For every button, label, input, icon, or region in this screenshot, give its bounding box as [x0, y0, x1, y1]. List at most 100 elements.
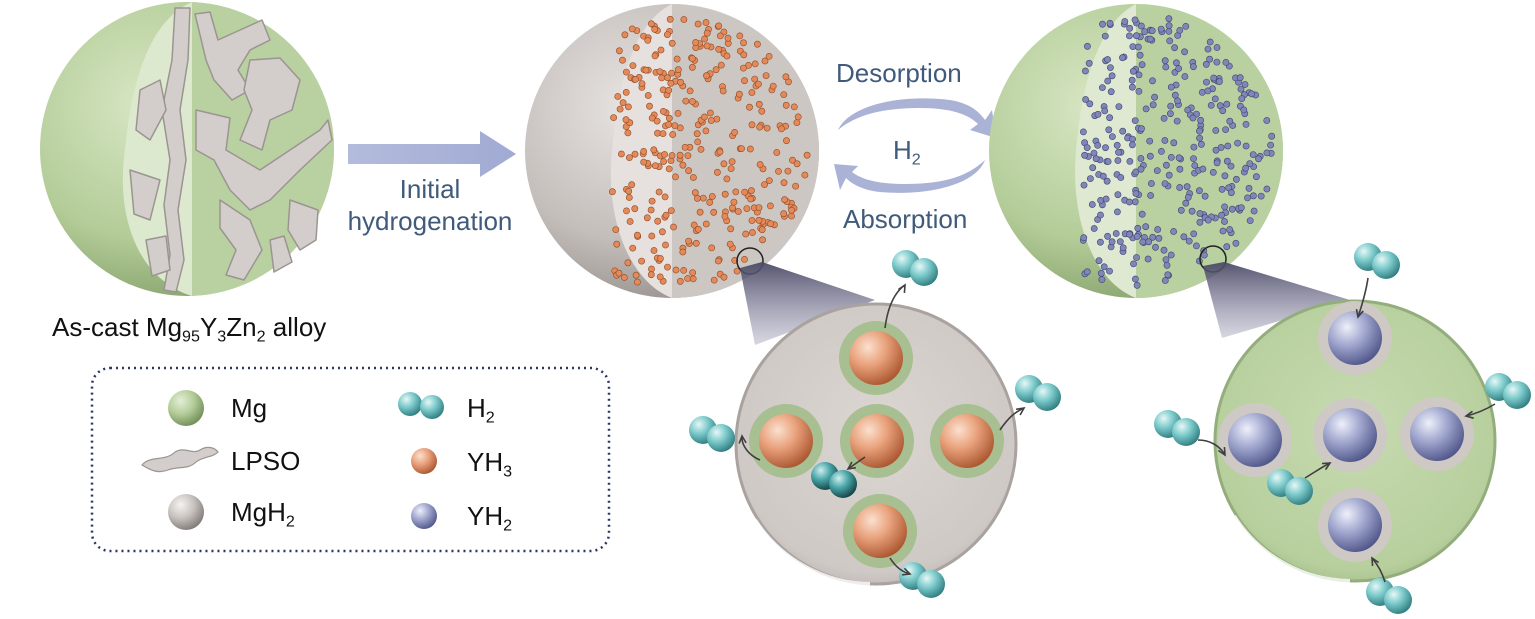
particle — [664, 263, 671, 271]
legend-yh2-swatch — [411, 503, 437, 529]
particle — [1157, 25, 1165, 33]
particle — [1126, 230, 1133, 238]
particle — [671, 122, 679, 129]
particle — [668, 152, 676, 159]
cycle-arrows — [834, 98, 996, 193]
particle — [706, 198, 714, 206]
particle — [1190, 143, 1198, 151]
h2-cycle-text: H — [893, 135, 912, 165]
particle — [1094, 141, 1102, 149]
particle — [1129, 83, 1136, 91]
particle — [1196, 187, 1203, 195]
particle — [1097, 269, 1105, 277]
particle — [664, 74, 671, 82]
particle — [638, 257, 645, 265]
particle — [694, 138, 702, 146]
particle — [623, 68, 630, 76]
particle — [1249, 151, 1257, 158]
particle — [1216, 78, 1223, 85]
particle — [665, 114, 673, 122]
particle — [666, 15, 674, 23]
flow-arrow — [1465, 403, 1496, 417]
particle — [643, 214, 651, 222]
particle — [689, 98, 696, 105]
flow-arrowhead — [1217, 446, 1226, 457]
particle — [1102, 144, 1109, 152]
particle — [1114, 157, 1122, 164]
particle — [1104, 77, 1112, 85]
particle — [1160, 115, 1168, 122]
particle — [708, 193, 716, 200]
particle — [1088, 201, 1096, 208]
particle — [1119, 127, 1127, 135]
particle — [1188, 207, 1196, 215]
particle — [631, 150, 639, 158]
particle — [721, 212, 729, 220]
yh2-particle — [1228, 413, 1282, 467]
particle — [702, 19, 710, 26]
particle — [758, 107, 766, 115]
particle — [1161, 180, 1169, 187]
particle — [1106, 267, 1113, 275]
h2-atom — [917, 570, 945, 598]
particle — [1153, 167, 1161, 174]
particle — [1148, 180, 1155, 187]
particle — [1141, 28, 1149, 35]
particle — [1204, 87, 1212, 95]
h2-atom — [1372, 251, 1400, 279]
dehydrogenated-sphere — [989, 4, 1283, 298]
particle — [1108, 72, 1116, 80]
particle — [723, 175, 731, 183]
particle — [755, 100, 763, 108]
particle — [657, 46, 665, 54]
particle — [1255, 155, 1262, 163]
particle — [694, 225, 702, 233]
legend-mgh2-label: MgH2 — [231, 497, 295, 530]
particle — [1097, 211, 1104, 219]
particle — [674, 66, 682, 74]
particle — [1190, 230, 1198, 238]
particle — [661, 193, 669, 201]
particle — [1103, 177, 1111, 185]
particle — [1176, 184, 1184, 191]
particle — [1092, 155, 1100, 163]
particle — [644, 92, 652, 99]
particle — [762, 72, 770, 79]
particle — [1209, 168, 1217, 176]
alloy-label: As-cast Mg95Y3Zn2 alloy — [52, 312, 326, 346]
particle — [1196, 134, 1203, 142]
h2-cycle-label: H2 — [893, 135, 921, 169]
particle — [1223, 157, 1231, 165]
particle — [657, 255, 664, 262]
as-cast-alloy-sphere — [40, 2, 334, 296]
particle — [1117, 174, 1125, 181]
particle — [1227, 162, 1235, 170]
particle — [1170, 228, 1177, 235]
particle — [1146, 137, 1154, 145]
yh3-particle — [850, 414, 904, 468]
alloy-label-sub: 95 — [182, 327, 200, 346]
particle — [619, 56, 626, 64]
particle — [647, 206, 655, 214]
particle — [1181, 48, 1188, 56]
particle — [628, 25, 636, 33]
particle — [775, 167, 782, 175]
particle — [701, 113, 708, 121]
particle — [656, 273, 664, 281]
particle — [748, 121, 756, 129]
particle — [747, 145, 754, 153]
particle — [732, 188, 740, 196]
particle — [1108, 238, 1116, 246]
particle — [726, 240, 734, 248]
particle — [1165, 15, 1173, 23]
particle — [690, 221, 698, 229]
flow-arrowhead — [901, 567, 912, 576]
particle — [1223, 243, 1231, 251]
particle — [1248, 90, 1256, 98]
particle — [1134, 224, 1142, 232]
particle — [703, 29, 711, 37]
particle — [1206, 55, 1213, 63]
h2-cycle-sub: 2 — [911, 150, 921, 169]
particle — [625, 187, 633, 195]
particle — [1112, 230, 1120, 237]
